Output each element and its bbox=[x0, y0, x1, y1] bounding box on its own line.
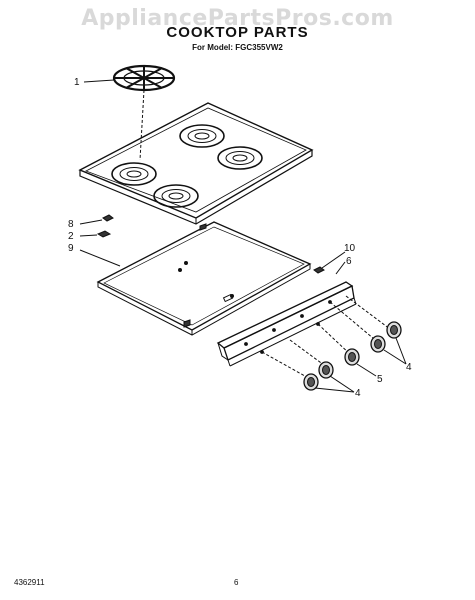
callout-5: 5 bbox=[377, 374, 383, 385]
callout-4-left: 4 bbox=[355, 388, 361, 399]
burner-front-left bbox=[111, 162, 157, 186]
burner-grate bbox=[112, 64, 176, 92]
burner-front-right bbox=[153, 184, 199, 208]
page-title: COOKTOP PARTS bbox=[166, 24, 309, 41]
leader-4b-1 bbox=[329, 375, 355, 393]
knob-rear-b bbox=[370, 335, 386, 353]
fitting-part-10 bbox=[313, 266, 325, 274]
leader-1 bbox=[83, 79, 115, 83]
knob-drop-lines bbox=[261, 295, 395, 381]
knob-rear-a bbox=[386, 321, 402, 339]
knob-front-a bbox=[318, 361, 334, 379]
leader-9 bbox=[79, 249, 121, 267]
leader-4a-2 bbox=[383, 349, 407, 365]
leader-5 bbox=[356, 363, 377, 377]
callout-1: 1 bbox=[74, 77, 80, 88]
burner-rear-left bbox=[179, 124, 225, 148]
cooktop-top bbox=[78, 102, 314, 225]
leader-2 bbox=[79, 234, 98, 237]
clip-part-8 bbox=[102, 214, 114, 222]
watermark: AppliancePartsPros.com bbox=[81, 6, 394, 31]
leader-4a-1 bbox=[395, 337, 407, 365]
callout-2: 2 bbox=[68, 231, 74, 242]
callout-4-right: 4 bbox=[406, 362, 412, 373]
leader-8 bbox=[79, 219, 103, 225]
leader-10 bbox=[321, 251, 346, 269]
leader-4b-2 bbox=[314, 387, 355, 393]
callout-9: 9 bbox=[68, 243, 74, 254]
callout-6: 6 bbox=[346, 256, 352, 267]
callout-8: 8 bbox=[68, 219, 74, 230]
knob-middle bbox=[344, 348, 360, 366]
leader-6 bbox=[335, 261, 346, 275]
manifold-panel bbox=[216, 281, 357, 367]
doc-number: 4362911 bbox=[14, 578, 45, 587]
page-number: 6 bbox=[234, 578, 239, 587]
grate-drop-line bbox=[139, 89, 145, 161]
clip-part-2 bbox=[96, 230, 112, 238]
burner-box-liner bbox=[96, 221, 312, 336]
knob-front-b bbox=[303, 373, 319, 391]
callout-10: 10 bbox=[344, 243, 356, 254]
burner-rear-right bbox=[217, 146, 263, 170]
model-line: For Model: FGC355VW2 bbox=[192, 43, 283, 52]
